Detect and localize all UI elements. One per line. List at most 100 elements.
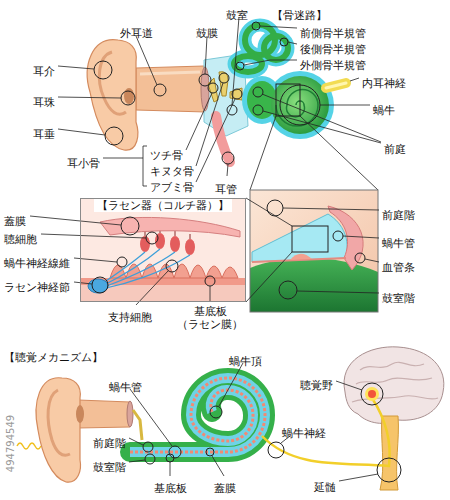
label-anchor: 鼓室階	[93, 456, 126, 475]
brain	[262, 347, 444, 490]
leader-lines	[41, 234, 146, 238]
ear-bottom	[127, 401, 133, 427]
organ-of-corti	[185, 239, 195, 255]
cochlea-section	[290, 254, 312, 260]
leader-lines	[336, 381, 362, 390]
bony-labyrinth	[264, 36, 288, 60]
leader-lines	[58, 97, 121, 98]
callout-circles	[166, 260, 178, 272]
part-label: 前庭階	[382, 209, 415, 222]
label-anchor: 耳小骨	[67, 152, 100, 171]
leader-lines	[212, 456, 224, 476]
callout-circles	[143, 383, 401, 482]
part-label: 耳珠	[33, 96, 55, 109]
label-anchor: 【聴覚メカニズム】	[4, 346, 103, 365]
callout-circles	[279, 281, 297, 299]
middle-ear	[230, 88, 242, 100]
callout-circles	[117, 257, 127, 267]
callout-circles	[92, 200, 365, 299]
part-label: 蝸牛神経線維	[4, 257, 70, 270]
leader-lines	[262, 94, 381, 142]
leader-lines	[283, 208, 379, 210]
label-anchor: 外耳道	[120, 22, 153, 41]
organ-of-corti	[155, 233, 165, 249]
callout-circles	[154, 84, 166, 96]
leader-lines	[58, 17, 381, 186]
callout-circles	[92, 277, 108, 293]
inset-panel: 【ラセン器（コルチ器）】	[80, 198, 246, 302]
leader-lines	[320, 105, 370, 106]
cochlea-section	[252, 214, 347, 262]
callout-circles	[143, 442, 153, 452]
leader-lines	[129, 363, 378, 481]
part-label: 前庭階	[93, 437, 126, 450]
part-label: 延髄	[314, 481, 336, 494]
brain	[352, 362, 438, 402]
part-label: 耳介	[33, 65, 55, 78]
leader-lines	[143, 146, 147, 186]
leader-lines	[130, 389, 172, 446]
zoom-marker	[246, 198, 328, 302]
part-label: 蝸牛神経	[282, 427, 326, 440]
ear-bottom	[76, 405, 84, 423]
callout-circles	[169, 446, 181, 458]
callout-circles	[94, 22, 320, 164]
part-label: 鼓室	[226, 9, 248, 22]
cochlea-section	[250, 258, 378, 312]
part-label: 基底板 （ラセン膜）	[177, 305, 243, 331]
callout-circles	[236, 62, 244, 70]
inner-ear-nerve	[326, 83, 346, 88]
auricle	[124, 88, 134, 104]
label-anchor: 支持細胞	[108, 306, 152, 325]
part-label: 支持細胞	[108, 311, 152, 324]
organ-of-corti	[80, 198, 246, 302]
leader-lines	[30, 216, 121, 225]
part-label: 鼓室階	[382, 292, 415, 305]
callout-circles	[280, 85, 320, 125]
callout-circles	[166, 454, 174, 462]
leader-lines	[365, 259, 379, 262]
label-anchor: ラセン神経節	[4, 276, 70, 295]
ear-bottom	[78, 400, 130, 428]
label-anchor: 蝸牛神経	[282, 422, 326, 441]
leader-lines	[170, 462, 171, 476]
callout-circles	[210, 406, 222, 418]
leader-lines	[227, 164, 228, 176]
callout-circles	[208, 83, 218, 93]
section-heading: 【聴覚メカニズム】	[4, 351, 103, 364]
label-anchor: 聴覚野	[300, 374, 333, 393]
label-anchor: ツチ骨	[150, 144, 183, 163]
label-anchor: アブミ骨	[150, 176, 194, 195]
leader-lines	[339, 474, 378, 481]
part-label: ツチ骨	[150, 149, 183, 162]
zoom-marker	[292, 226, 328, 252]
leader-lines	[350, 78, 359, 81]
label-anchor: 前庭階	[93, 432, 126, 451]
ear-bottom	[36, 378, 142, 482]
callout-circles	[333, 231, 343, 241]
leader-lines	[30, 208, 379, 305]
part-label: 前側骨半規管	[300, 27, 366, 40]
watermark-number: 494794549	[6, 415, 18, 472]
label-anchor: 蝸牛	[373, 99, 395, 118]
inner-ear-nerve	[326, 83, 346, 88]
zoom-marker	[246, 198, 292, 226]
callout-circles	[145, 454, 155, 464]
label-anchor: 耳垂	[33, 123, 55, 142]
label-anchor: キヌタ骨	[150, 160, 194, 179]
callout-circles	[219, 73, 229, 83]
panel-heading: 【ラセン器（コルチ器）】	[94, 199, 232, 212]
callout-circles	[361, 383, 383, 405]
ear-canal	[140, 72, 200, 74]
callout-circles	[105, 127, 123, 145]
callout-circles	[267, 200, 283, 216]
label-anchor: 鼓室階	[382, 287, 415, 306]
cochlea-section	[250, 190, 378, 312]
organ-of-corti	[100, 217, 240, 237]
bony-labyrinth	[234, 25, 334, 139]
sound-wave	[17, 443, 41, 449]
part-label: 蝸牛管	[109, 381, 142, 394]
